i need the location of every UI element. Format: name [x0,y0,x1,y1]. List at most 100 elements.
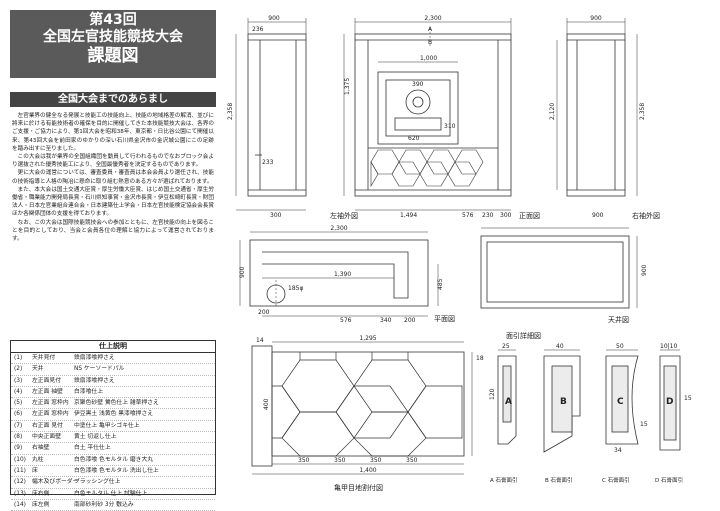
finish-part: 床 [32,467,38,474]
section-a-caption: A 石膏面引 [490,476,518,484]
dim-plan-1390: 1,390 [334,271,351,278]
section-a-letter: A [505,397,512,407]
finish-spec: 白色漆喰 色モルタル 洗出し仕上 [74,467,159,474]
dim-sec-34: 34 [614,447,622,454]
dim-1375: 1,375 [344,78,351,95]
dim-floor-18: 18 [476,355,484,362]
arrow-b-label: B [428,39,432,46]
section-c [605,355,639,445]
finish-num: (6) [14,411,23,418]
label-drawer-detail: 面引詳細図 [506,331,541,340]
dim-sec-50: 50 [616,343,624,350]
dim-top-900-right: 900 [590,15,602,22]
dim-floor-400: 400 [263,398,270,410]
finish-spec: 黄土 切返し仕上 [74,434,117,441]
finish-spec: 伊豆黒土 浅黄色 黒漆喰押さえ [74,411,154,418]
finish-num: (7) [14,422,23,429]
dim-plan-485: 485 [437,278,444,290]
finish-spec: 鉄扇漆喰押さえ [74,377,115,384]
title-line-1: 第43回 [89,12,137,28]
finish-row: (9)右袖壁白土 平仕仕上 [11,443,215,455]
finish-part: 右袖壁 [32,445,50,452]
dim-sec-40: 40 [556,343,564,350]
dim-2358-right: 2,358 [639,103,646,120]
finish-part: 左正面見付 [32,377,61,384]
finish-row: (10) 丸柱 白色漆喰 色モルタル 磨き大丸 [11,455,215,466]
dim-233: 233 [262,159,274,166]
summary-paragraph: この大会は我が業界の全国組織団を動員して行われるものでなおブロック会より選抜され… [12,154,214,169]
dim-1494: 1,494 [400,212,417,219]
finish-num: (10) [14,456,26,463]
finish-part: 幅木及びボーダー [32,479,79,486]
title-block: 第43回 全国左官技能競技大会 課題図 [10,10,216,78]
summary-paragraph: また、本大会は国土交通大臣賞・厚生労働大臣賞、はじめ国土交通省・厚生労働省・職業… [12,186,214,218]
dim-floor-350-a: 350 [298,457,310,464]
section-b-caption: B 石膏面引 [545,476,573,484]
finish-row: (1)天井見付鉄扇漆喰押さえ [11,353,215,365]
label-floor-pattern: 亀甲目地割付図 [334,483,383,492]
finish-spec: 京聚色砂壁 鶯色仕上 雑草押さえ [74,400,159,407]
finish-num: (14) [14,501,26,508]
dim-300: 300 [270,212,282,219]
dim-plan-576: 576 [340,317,352,324]
dim-plan-2300: 2,300 [330,225,347,232]
finish-part: 床右側 [32,490,50,497]
section-a [497,355,517,445]
section-d-caption: D 石膏面引 [655,476,683,484]
finish-num: (11) [14,467,26,474]
finish-part: 右正面 見付 [32,422,63,429]
label-front: 正面図 [519,212,540,220]
dim-390: 390 [412,81,424,88]
dim-plan-185: 185φ [288,285,303,292]
arrow-a-label: A [428,26,433,33]
dim-plan-200: 200 [258,309,270,316]
finish-part: 床左側 [32,501,50,508]
finish-part: 左正面 袖壁 [32,388,63,395]
finish-row: (5) 左正面 窓枠内京聚色砂壁 鶯色仕上 雑草押さえ [11,398,215,410]
title-line-2: 全国左官技能競技大会 [43,28,183,45]
dim-floor-350-c: 350 [370,457,382,464]
right-side-outline [566,33,626,197]
finish-num: (2) [14,366,23,373]
finish-row: (6)左正面 窓枠内伊豆黒土 浅黄色 黒漆喰押さえ [11,409,215,421]
finish-num: (3) [14,377,23,384]
dim-ceiling-900: 900 [641,264,648,276]
finish-part: 天井 [32,366,44,373]
dim-floor-14: 14 [256,337,264,344]
section-c-letter: C [617,397,624,407]
section-d-letter: D [666,397,673,407]
dim-floor-1295: 1,295 [359,335,376,342]
label-left-side: 左袖外図 [330,211,358,220]
title-line-3: 課題図 [87,45,139,66]
finish-spec: 鉄扇漆喰押さえ [74,355,115,361]
section-b [543,355,581,453]
dim-floor-350-d: 350 [406,457,418,464]
finish-heading: 仕上説明 [11,341,215,353]
finish-spec: 白色漆喰 色モルタル 磨き大丸 [74,456,154,463]
finish-num: (13) [14,490,26,497]
section-d [659,355,681,451]
finish-row: (12)幅木及びボーダーブラッシング仕上 [11,477,215,489]
dim-sec-15: 15 [684,395,692,402]
dim-floor-1400: 1,400 [359,467,376,474]
ceiling-outline [480,235,630,309]
finish-num: (5) [14,400,23,407]
front-window-frame [377,71,459,145]
front-hex-tiling [370,149,484,188]
finish-num: (12) [14,479,26,486]
summary-paragraph: なお、この大会は国際技能競技会への参加とともに、左官技能の向上を図ることを目的と… [12,219,214,243]
summary-heading: 全国大会までのあらまし [10,92,216,107]
label-ceiling: 天井図 [608,315,629,324]
finish-row: (13)床右側白色モルタル 仕上 試験仕上 [11,489,215,500]
finish-num: (9) [14,445,23,452]
finish-part: 丸柱 [32,456,44,463]
dim-900-b: 900 [592,212,604,219]
finish-spec: 中塗仕上 亀甲シゴキ仕上 [74,422,140,429]
dim-sec-15-b: 15 [640,421,648,428]
plan-counter [262,251,409,299]
finish-part: 左正面 窓枠内 [32,400,69,407]
dim-2120: 2,120 [549,103,556,120]
